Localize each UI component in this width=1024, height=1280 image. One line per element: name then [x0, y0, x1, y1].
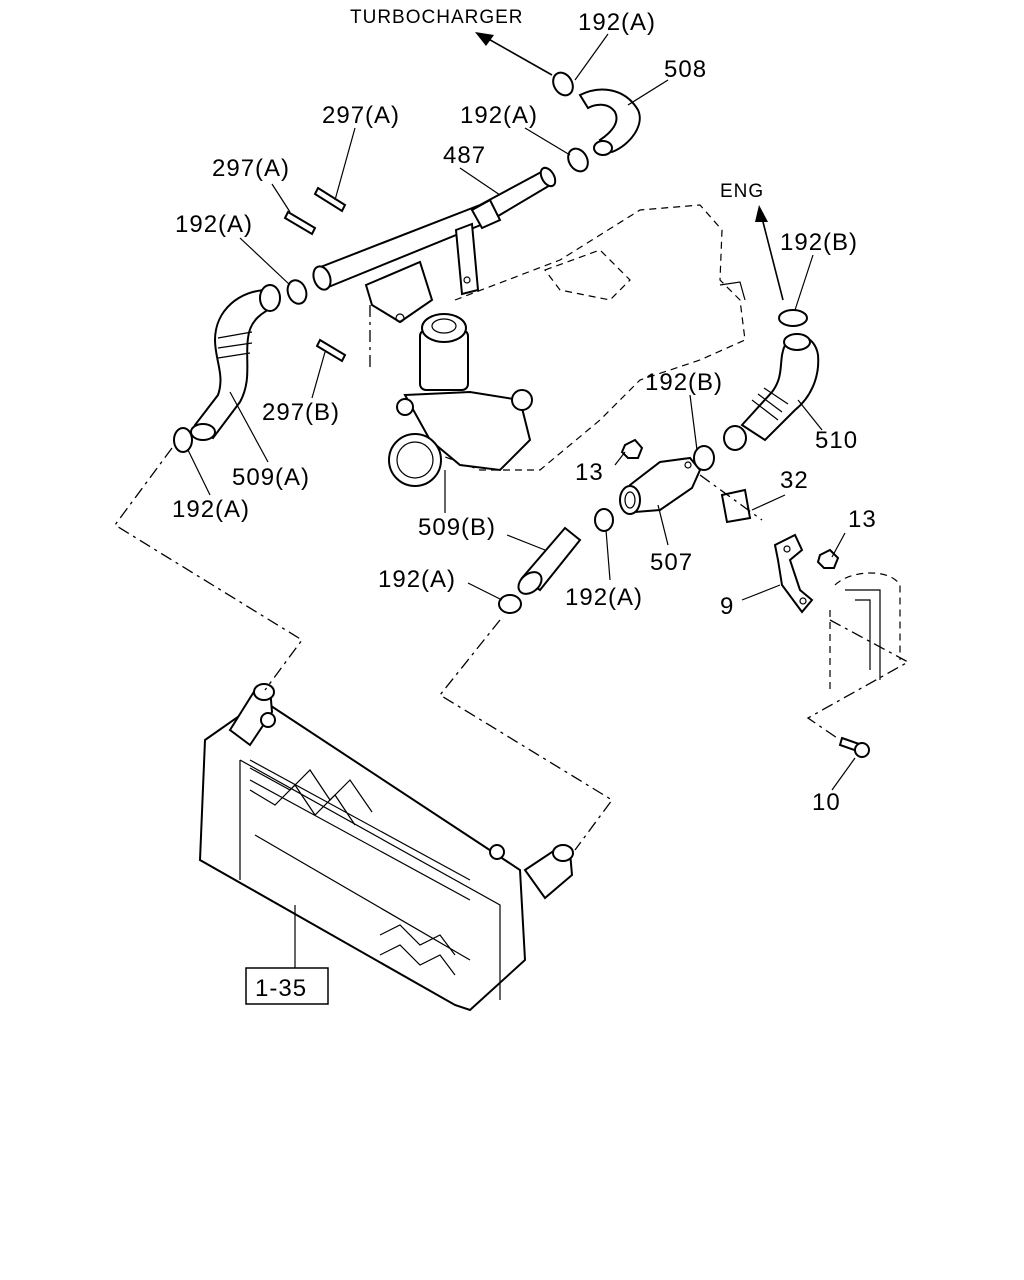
callout-192b: 192(B): [645, 369, 723, 396]
callout-10: 10: [812, 789, 841, 816]
reference-box-1-35[interactable]: 1-35: [245, 967, 329, 1005]
callout-13: 13: [575, 459, 604, 486]
engine-arrow-icon: [755, 205, 768, 222]
callout-192a: 192(A): [578, 9, 656, 36]
callout-192b: 192(B): [780, 229, 858, 256]
hose-510: [723, 333, 820, 451]
leader-lines: [187, 33, 856, 968]
hose-508: [578, 88, 641, 156]
clamps: [173, 71, 808, 614]
hose-509b: [517, 526, 582, 595]
part-507: [619, 456, 702, 515]
callout-297a: 297(A): [212, 155, 290, 182]
callout-192a: 192(A): [378, 566, 456, 593]
connection-lines: [114, 305, 910, 851]
callout-487: 487: [443, 142, 486, 169]
intercooler: [198, 683, 574, 1012]
engine-label: ENG: [720, 181, 764, 202]
callout-192a: 192(A): [172, 496, 250, 523]
turbocharger-arrow-icon: [475, 32, 494, 46]
callout-507: 507: [650, 549, 693, 576]
hose-509a: [190, 284, 281, 441]
throttle-body: [388, 313, 533, 487]
callout-9: 9: [720, 593, 734, 620]
callout-510: 510: [815, 427, 858, 454]
callout-297a: 297(A): [322, 102, 400, 129]
callout-509b: 509(B): [418, 514, 496, 541]
bracket-9: [773, 533, 814, 614]
callout-508: 508: [664, 56, 707, 83]
callout-192a: 192(A): [175, 211, 253, 238]
pipe-487: [312, 166, 557, 324]
callout-32: 32: [780, 467, 809, 494]
turbocharger-label: TURBOCHARGER: [350, 7, 524, 28]
callout-13: 13: [848, 506, 877, 533]
mount-panel: [829, 572, 901, 690]
callout-192a: 192(A): [565, 584, 643, 611]
callout-509a: 509(A): [232, 464, 310, 491]
engine-block: [419, 204, 746, 471]
callout-192a: 192(A): [460, 102, 538, 129]
callout-297b: 297(B): [262, 399, 340, 426]
callout-1-35: 1-35: [255, 975, 307, 1002]
direction-arrows: [475, 32, 784, 301]
